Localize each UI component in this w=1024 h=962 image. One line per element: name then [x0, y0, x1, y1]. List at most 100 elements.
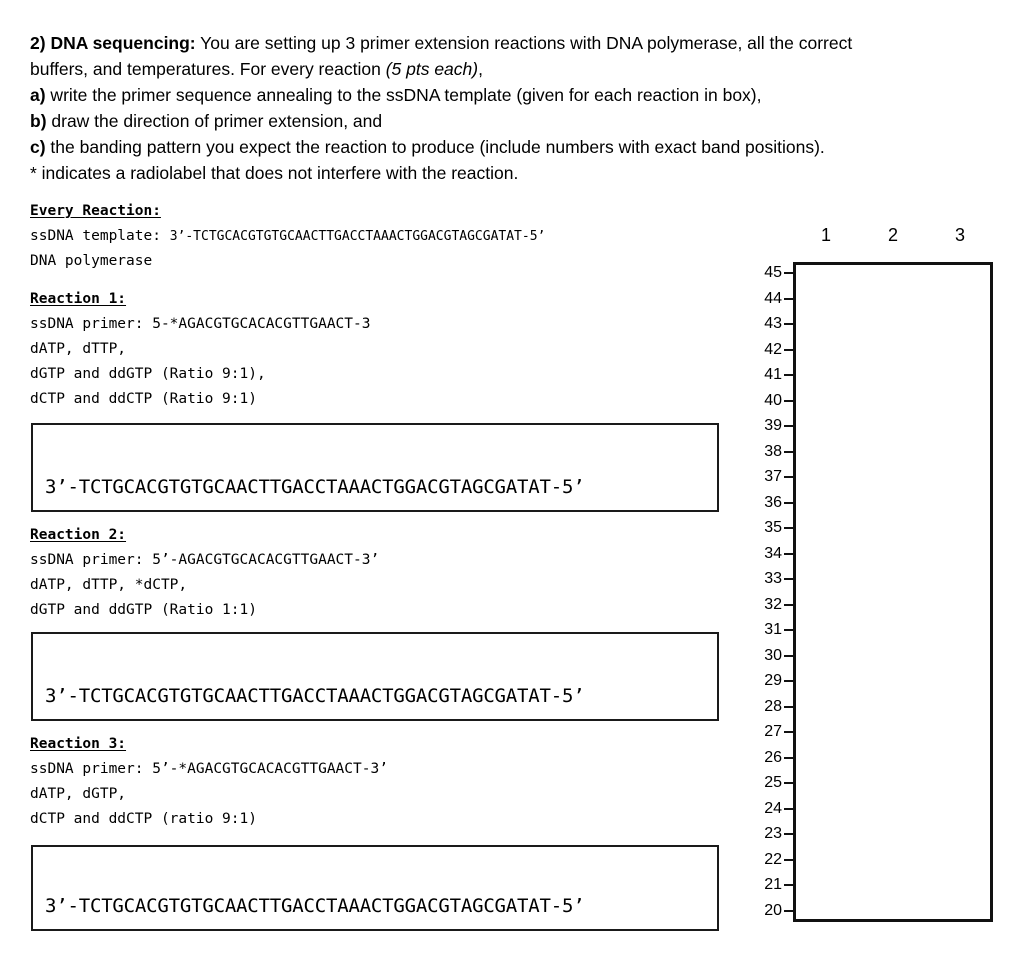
reaction-1-answer-sequence: 3’-TCTGCACGTGTGCAACTTGACCTAAACTGGACGTAGC… — [45, 476, 585, 498]
gel-lane-label-row: 1 2 3 — [793, 225, 993, 255]
ladder-number-30: 30 — [764, 646, 782, 664]
ladder-tick-43 — [784, 323, 793, 326]
ladder-tick-28 — [784, 705, 793, 708]
ladder-entry-35: 35 — [764, 520, 793, 536]
reaction-1-nucleotides-1: dATP, dTTP, — [30, 341, 127, 357]
ladder-number-23: 23 — [764, 825, 782, 843]
ladder-entry-24: 24 — [764, 799, 793, 817]
ladder-tick-32 — [784, 603, 793, 606]
ladder-number-24: 24 — [764, 799, 782, 817]
ladder-number-35: 35 — [764, 519, 782, 537]
ladder-number-40: 40 — [764, 391, 782, 409]
ladder-tick-25 — [784, 782, 793, 785]
question-title: DNA sequencing: — [50, 33, 196, 53]
ladder-tick-36 — [784, 501, 793, 504]
ladder-tick-27 — [784, 731, 793, 734]
ladder-entry-22: 22 — [764, 850, 793, 868]
ladder-number-43: 43 — [764, 315, 782, 333]
part-b-text: draw the direction of primer extension, … — [46, 111, 383, 131]
ladder-entry-23: 23 — [764, 826, 793, 842]
part-c-text: the banding pattern you expect the react… — [45, 137, 825, 157]
gel-lane-label-2: 2 — [887, 225, 898, 245]
ladder-tick-26 — [784, 756, 793, 759]
ladder-entry-42: 42 — [764, 341, 793, 358]
ladder-tick-38 — [784, 450, 793, 453]
ladder-entry-25: 25 — [764, 775, 793, 791]
ladder-number-31: 31 — [764, 621, 782, 639]
ladder-number-41: 41 — [764, 366, 782, 384]
part-a-text: write the primer sequence annealing to t… — [45, 85, 762, 105]
ladder-tick-39 — [784, 425, 793, 428]
ladder-number-33: 33 — [764, 570, 782, 588]
question-intro-rest: You are setting up 3 primer extension re… — [195, 33, 853, 53]
reaction-3-primer-line: ssDNA primer: 5’-*AGACGTGCACACGTTGAACT-3… — [30, 757, 388, 782]
ladder-number-29: 29 — [764, 672, 782, 690]
ladder-number-22: 22 — [764, 850, 782, 868]
reaction-2-heading: Reaction 2: — [30, 527, 127, 543]
ladder-number-36: 36 — [764, 493, 782, 511]
gel-lane-area[interactable] — [793, 262, 993, 922]
reaction-1-primer-label: ssDNA primer: — [30, 316, 153, 332]
ladder-number-25: 25 — [764, 774, 782, 792]
ladder-entry-36: 36 — [764, 493, 793, 511]
ladder-entry-26: 26 — [764, 749, 793, 766]
reaction-2-block: Reaction 2: ssDNA primer: 5’-AGACGTGCACA… — [30, 523, 379, 623]
ladder-entry-29: 29 — [764, 673, 793, 689]
ladder-entry-30: 30 — [764, 646, 793, 664]
every-reaction-heading-line: Every Reaction: — [30, 199, 545, 224]
question-number: 2) — [30, 33, 46, 53]
ladder-number-27: 27 — [764, 723, 782, 741]
intro-line2-post: , — [478, 59, 483, 79]
reaction-3-nucleotides-1: dATP, dGTP, — [30, 786, 127, 802]
ladder-entry-37: 37 — [764, 469, 793, 485]
dna-polymerase-line: DNA polymerase — [30, 253, 153, 269]
reaction-3-heading-line: Reaction 3: — [30, 732, 388, 757]
ssdna-template-label: ssDNA template: — [30, 228, 170, 244]
question-part-c: c) the banding pattern you expect the re… — [30, 134, 990, 160]
part-a-label: a) — [30, 85, 46, 105]
reaction-1-heading: Reaction 1: — [30, 291, 127, 307]
ladder-tick-41 — [784, 374, 793, 377]
ladder-entry-21: 21 — [764, 877, 793, 893]
ladder-entry-41: 41 — [764, 367, 793, 383]
ladder-number-39: 39 — [764, 417, 782, 435]
reaction-3-answer-sequence: 3’-TCTGCACGTGTGCAACTTGACCTAAACTGGACGTAGC… — [45, 895, 585, 917]
ladder-entry-43: 43 — [764, 316, 793, 332]
question-part-a: a) write the primer sequence annealing t… — [30, 82, 990, 108]
ladder-number-28: 28 — [764, 697, 782, 715]
reaction-2-nucleotides-1: dATP, dTTP, *dCTP, — [30, 577, 188, 593]
part-b-label: b) — [30, 111, 47, 131]
ladder-entry-27: 27 — [764, 724, 793, 740]
ladder-tick-21 — [784, 884, 793, 887]
ladder-entry-44: 44 — [764, 290, 793, 307]
ladder-tick-45 — [784, 272, 793, 274]
ladder-tick-23 — [784, 833, 793, 836]
reaction-3-primer-sequence: 5’-*AGACGTGCACACGTTGAACT-3’ — [152, 761, 388, 777]
ladder-tick-37 — [784, 476, 793, 479]
ladder-tick-29 — [784, 680, 793, 683]
gel-lane-label-3: 3 — [954, 225, 965, 245]
reaction-2-nucleotides-2: dGTP and ddGTP (Ratio 1:1) — [30, 602, 257, 618]
ladder-number-37: 37 — [764, 468, 782, 486]
ladder-entry-31: 31 — [764, 622, 793, 638]
ssdna-template-line: ssDNA template: 3’-TCTGCACGTGTGCAACTTGAC… — [30, 224, 545, 249]
question-intro-line-1: 2) DNA sequencing: You are setting up 3 … — [30, 30, 990, 56]
every-reaction-block: Every Reaction: ssDNA template: 3’-TCTGC… — [30, 199, 545, 274]
reaction-2-primer-label: ssDNA primer: — [30, 552, 153, 568]
reaction-2-answer-box[interactable]: 3’-TCTGCACGTGTGCAACTTGACCTAAACTGGACGTAGC… — [31, 632, 719, 721]
reaction-1-primer-line: ssDNA primer: 5-*AGACGTGCACACGTTGAACT-3 — [30, 312, 370, 337]
reaction-2-primer-sequence: 5’-AGACGTGCACACGTTGAACT-3’ — [152, 552, 380, 568]
ladder-tick-20 — [784, 910, 793, 912]
intro-line2-pre: buffers, and temperatures. For every rea… — [30, 59, 386, 79]
ladder-number-34: 34 — [764, 544, 782, 562]
gel-lane-label-1: 1 — [820, 225, 831, 245]
reaction-3-answer-box[interactable]: 3’-TCTGCACGTGTGCAACTTGACCTAAACTGGACGTAGC… — [31, 845, 719, 931]
reaction-1-answer-box[interactable]: 3’-TCTGCACGTGTGCAACTTGACCTAAACTGGACGTAGC… — [31, 423, 719, 512]
question-intro-line-2: buffers, and temperatures. For every rea… — [30, 56, 990, 82]
reaction-3-nucleotides-2: dCTP and ddCTP (ratio 9:1) — [30, 811, 257, 827]
ladder-entry-45: 45 — [764, 265, 793, 281]
ladder-tick-44 — [784, 297, 793, 300]
